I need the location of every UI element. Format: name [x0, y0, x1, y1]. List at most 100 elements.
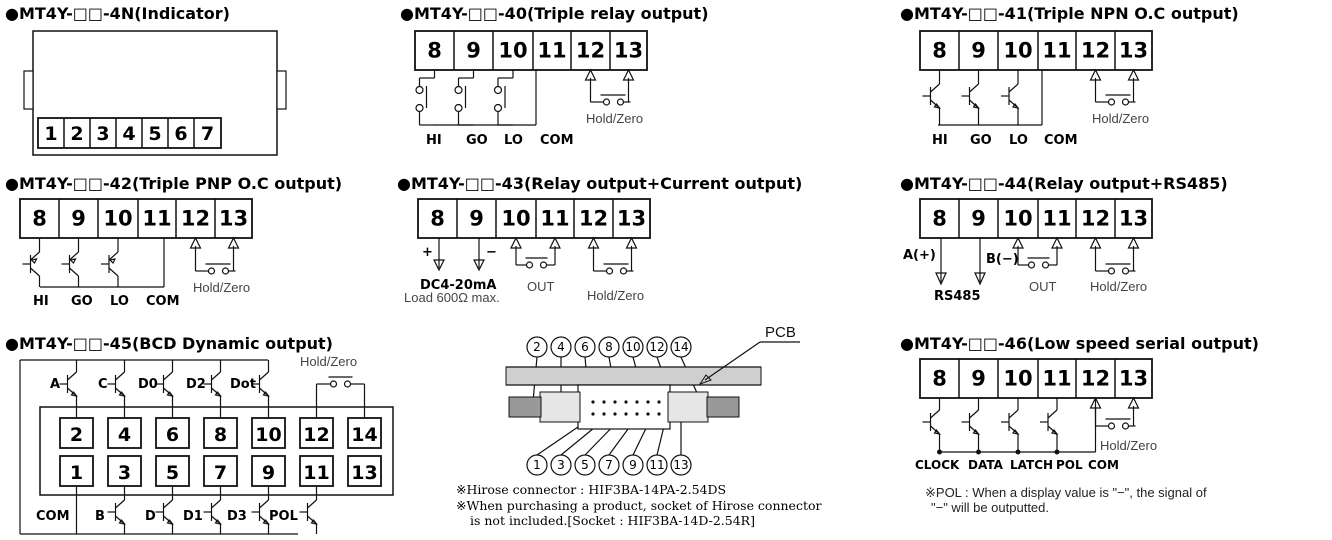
transistor-collector [30, 251, 40, 261]
relay40-terminal-9: 9 [466, 39, 481, 63]
bcd-terminal-9 [251, 455, 286, 487]
bcd-terminal-11 [299, 455, 334, 487]
transistor-arrow [933, 428, 941, 435]
transistor-arrow [972, 102, 980, 109]
title-indicator: ●MT4Y-□□-4N(Indicator) [5, 4, 230, 23]
bcd-terminal-label-8: 8 [214, 424, 227, 446]
relay-contact [493, 103, 503, 113]
label-dc4-20ma: DC4-20mA [420, 278, 496, 293]
indicator-block [37, 117, 222, 149]
transistor-collector [163, 371, 173, 381]
pnp42-terminal-13: 13 [219, 207, 248, 231]
pol-note-line-1: ※POL : When a display value is "−", the … [925, 485, 1207, 500]
relay43-terminal-9: 9 [469, 207, 484, 231]
transistor-collector [108, 251, 119, 261]
pin-label-9: 9 [629, 458, 637, 472]
transistor-arrow [972, 428, 980, 435]
ser46-terminal-10: 10 [1003, 367, 1032, 391]
relay40-terminal-13: 13 [614, 39, 643, 63]
transistor-arrow [933, 102, 941, 109]
connector-note-3: is not included.[Socket : HIF3BA-14D-2.5… [470, 513, 755, 528]
relay40-terminal-10: 10 [498, 39, 527, 63]
ser46-terminal-11: 11 [1042, 367, 1071, 391]
label-hi: HI [426, 133, 442, 148]
switch-contact [1121, 267, 1130, 275]
ser46-terminal-9: 9 [971, 367, 986, 391]
transistor-arrow [70, 390, 78, 397]
relay43-terminal-12: 12 [579, 207, 608, 231]
bcd-terminal-4 [107, 417, 142, 449]
transistor-collector [930, 409, 940, 419]
npn41-terminal-11: 11 [1042, 39, 1071, 63]
label-hi: HI [33, 294, 49, 309]
ser46-terminal-8: 8 [932, 367, 947, 391]
label-data: DATA [968, 458, 1004, 472]
pcb-leader [704, 341, 761, 381]
bcd-terminal-label-13: 13 [351, 462, 377, 484]
label-bcd-d1: D1 [183, 509, 203, 524]
transistor-emitter [30, 267, 40, 277]
pcb-arrow [698, 374, 712, 385]
label-bcd-b: B [95, 509, 105, 524]
pin-dot [591, 400, 595, 404]
bcd-terminal-7 [203, 455, 238, 487]
label-go: GO [466, 133, 488, 148]
label-out: OUT [1029, 279, 1057, 294]
label-out: OUT [527, 279, 555, 294]
pin-label-3: 3 [557, 458, 565, 472]
indicator-clip-right [276, 70, 287, 110]
relay-rs485-wiring: A(+) B(−) RS485 OUT Hold/Zero [903, 236, 1147, 304]
title-relay-rs485: ●MT4Y-□□-44(Relay output+RS485) [900, 174, 1228, 193]
pin-dot [646, 412, 650, 416]
label-hold-zero: Hold/Zero [1092, 111, 1149, 126]
pin-label-4: 4 [557, 340, 565, 354]
pnp42-terminal-12: 12 [181, 207, 210, 231]
bcd-terminal-3 [107, 455, 142, 487]
indicator-terminal-4: 4 [122, 123, 135, 145]
switch-contact [1107, 422, 1116, 430]
npn41-terminal-9: 9 [971, 39, 986, 63]
low-speed-serial-wiring: Hold/Zero CLOCK DATA LATCH POL COM ※POL … [915, 396, 1207, 515]
label-bcd-d2: D2 [186, 377, 206, 392]
bcd-terminal-2 [59, 417, 94, 449]
indicator-terminal-2: 2 [70, 123, 83, 145]
switch-contact [619, 267, 628, 275]
label-load: Load 600Ω max. [404, 290, 500, 305]
label-clock: CLOCK [915, 458, 960, 472]
switch-contact [1107, 267, 1116, 275]
title-relay-current: ●MT4Y-□□-43(Relay output+Current output) [397, 174, 802, 193]
out-contact [1041, 261, 1050, 269]
bcd-terminal-label-1: 1 [70, 462, 83, 484]
bcd-terminal-label-3: 3 [118, 462, 131, 484]
rs44-terminal-13: 13 [1119, 207, 1148, 231]
transistor-arrow [166, 518, 174, 525]
bcd-terminal-label-14: 14 [351, 424, 377, 446]
relay43-terminal-13: 13 [617, 207, 646, 231]
rs44-block [919, 198, 1153, 239]
pin-dot [613, 412, 617, 416]
indicator-terminal-3: 3 [96, 123, 109, 145]
pin-dot [624, 400, 628, 404]
pnp42-terminal-9: 9 [71, 207, 86, 231]
npn41-terminal-8: 8 [932, 39, 947, 63]
transistor-collector [69, 251, 79, 261]
indicator-terminal-1: 1 [44, 123, 57, 145]
triple-pnp-wiring: HI GO LO COM Hold/Zero [22, 236, 250, 309]
pin-label-2: 2 [533, 340, 541, 354]
label-bcd-a: A [50, 377, 60, 392]
label-lo: LO [1009, 133, 1028, 148]
relay40-terminal-8: 8 [427, 39, 442, 63]
transistor-collector [969, 83, 979, 93]
label-hi: HI [932, 133, 948, 148]
pin-dot [657, 412, 661, 416]
label-hold-zero: Hold/Zero [1100, 438, 1157, 453]
pin-label-10: 10 [625, 340, 640, 354]
pin-dot [602, 400, 606, 404]
pin-dot [613, 400, 617, 404]
pcb-board [505, 366, 762, 386]
label-rs485: RS485 [934, 289, 981, 304]
pin-label-5: 5 [581, 458, 589, 472]
transistor-arrow [262, 518, 270, 525]
